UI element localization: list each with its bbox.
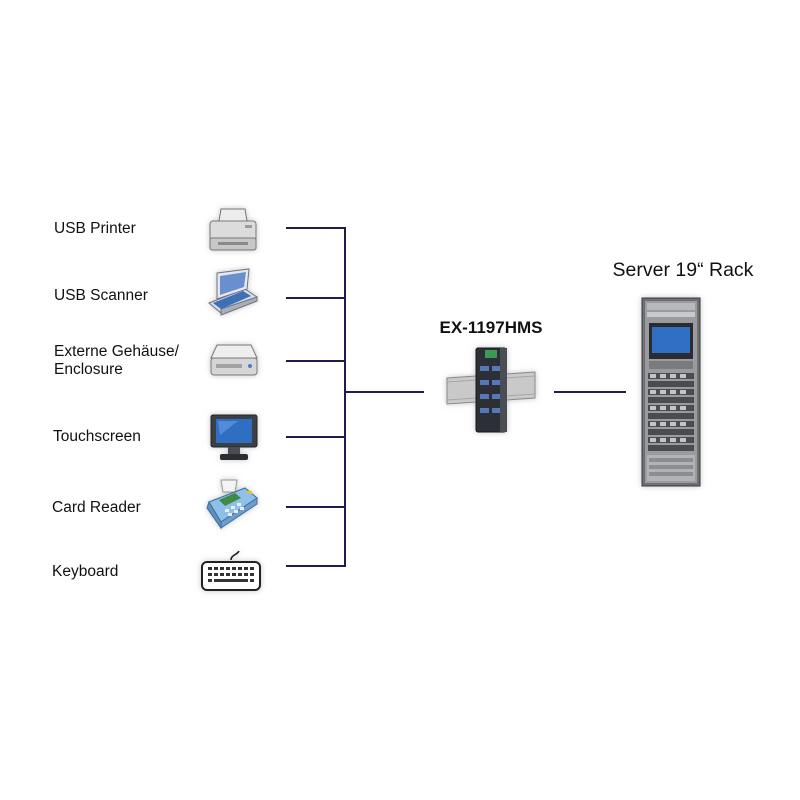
printer-icon bbox=[207, 205, 259, 257]
hub-label: EX-1197HMS bbox=[439, 318, 543, 337]
label-card-reader: Card Reader bbox=[52, 499, 141, 516]
server-rack-icon bbox=[641, 297, 701, 487]
label-usb-printer: USB Printer bbox=[54, 220, 136, 237]
touchscreen-icon bbox=[208, 413, 260, 463]
scanner-icon bbox=[205, 267, 259, 319]
usb-hub-din-rail-icon bbox=[445, 344, 537, 434]
keyboard-icon bbox=[199, 550, 263, 594]
label-usb-scanner: USB Scanner bbox=[54, 287, 148, 304]
label-touchscreen: Touchscreen bbox=[53, 428, 141, 445]
external-enclosure-icon bbox=[209, 342, 259, 378]
card-reader-icon bbox=[203, 478, 261, 532]
label-keyboard: Keyboard bbox=[52, 563, 119, 580]
server-rack-label: Server 19“ Rack bbox=[612, 259, 754, 281]
label-external-enclosure-line2: Enclosure bbox=[54, 361, 123, 378]
label-external-enclosure: Externe Gehäuse/ Enclosure bbox=[54, 343, 179, 379]
label-external-enclosure-line1: Externe Gehäuse/ bbox=[54, 343, 179, 360]
